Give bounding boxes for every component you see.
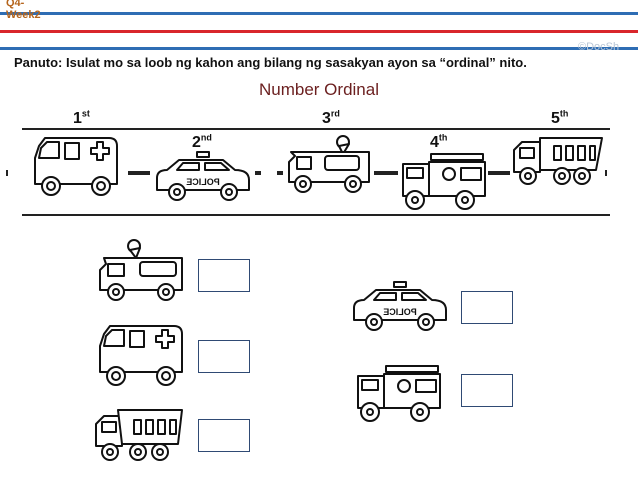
header-red-line: [0, 30, 638, 33]
ordinal-label-1: 1st: [73, 108, 90, 127]
ambulance-icon: [99, 325, 183, 386]
watermark: ©DocSh: [578, 41, 620, 53]
road-dash: [277, 171, 283, 175]
header-blue-line-top: [0, 12, 638, 15]
ordinal-label-2: 2nd: [192, 132, 212, 151]
police-car-icon: POLICE: [353, 281, 447, 331]
ordinal-row-bottom-line: [22, 214, 610, 216]
ice-cream-truck-icon: [288, 135, 370, 193]
ordinal-label-4: 4th: [430, 132, 448, 151]
ice-cream-truck-icon: [99, 239, 183, 301]
road-dash: [255, 171, 261, 175]
instruction-text: Panuto: Isulat mo sa loob ng kahon ang b…: [14, 55, 527, 70]
page-title: Number Ordinal: [259, 80, 379, 99]
police-text: POLICE: [186, 177, 220, 187]
answer-box-3[interactable]: [198, 419, 250, 452]
answer-box-1[interactable]: [198, 259, 250, 292]
quarter-week-label: Q4- Week2: [6, 0, 41, 21]
ordinal-label-3: 3rd: [322, 108, 340, 127]
road-dash: [605, 170, 607, 176]
dump-truck-icon: [95, 409, 183, 461]
answer-box-4[interactable]: [461, 291, 513, 324]
ordinal-row-top-line: [22, 128, 610, 130]
fire-truck-icon: [402, 153, 486, 210]
fire-truck-icon: [357, 365, 441, 422]
road-dash: [128, 171, 150, 175]
header-blue-line-bottom: [0, 47, 638, 50]
police-text: POLICE: [383, 307, 417, 317]
police-car-icon: POLICE: [156, 151, 250, 201]
answer-box-2[interactable]: [198, 340, 250, 373]
dump-truck-icon: [513, 137, 603, 185]
answer-box-5[interactable]: [461, 374, 513, 407]
road-dash: [374, 171, 398, 175]
road-dash: [488, 171, 510, 175]
road-dash: [6, 170, 8, 176]
ambulance-icon: [34, 137, 118, 196]
ordinal-label-5: 5th: [551, 108, 569, 127]
